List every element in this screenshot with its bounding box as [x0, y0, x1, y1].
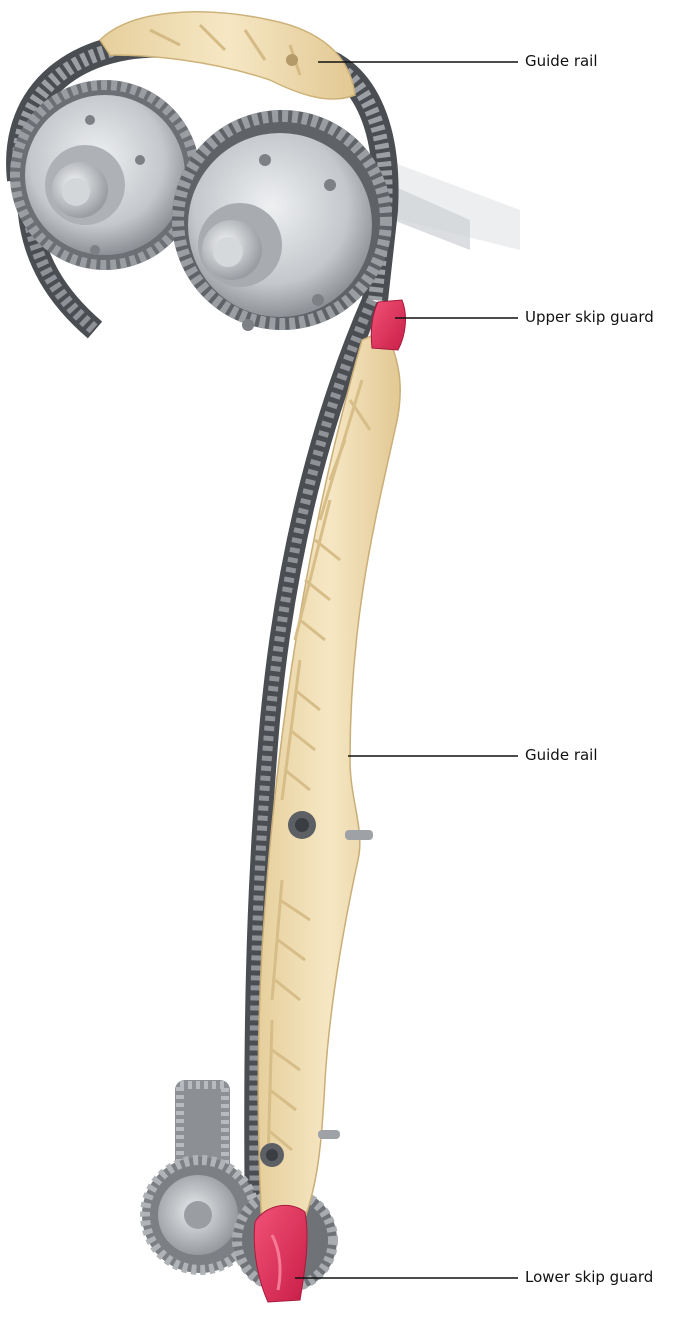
top-guide-rail: [100, 12, 355, 99]
label-guide-rail-main: Guide rail: [525, 746, 598, 764]
right-camshaft-sprocket: [172, 110, 392, 331]
lower-skip-guard: [254, 1205, 307, 1302]
label-guide-rail-top: Guide rail: [525, 52, 598, 70]
main-guide-rail: [258, 330, 400, 1232]
left-camshaft-sprocket: [10, 80, 200, 270]
label-upper-skip-guard: Upper skip guard: [525, 308, 654, 326]
upper-skip-guard: [371, 300, 405, 350]
label-lower-skip-guard: Lower skip guard: [525, 1268, 653, 1286]
